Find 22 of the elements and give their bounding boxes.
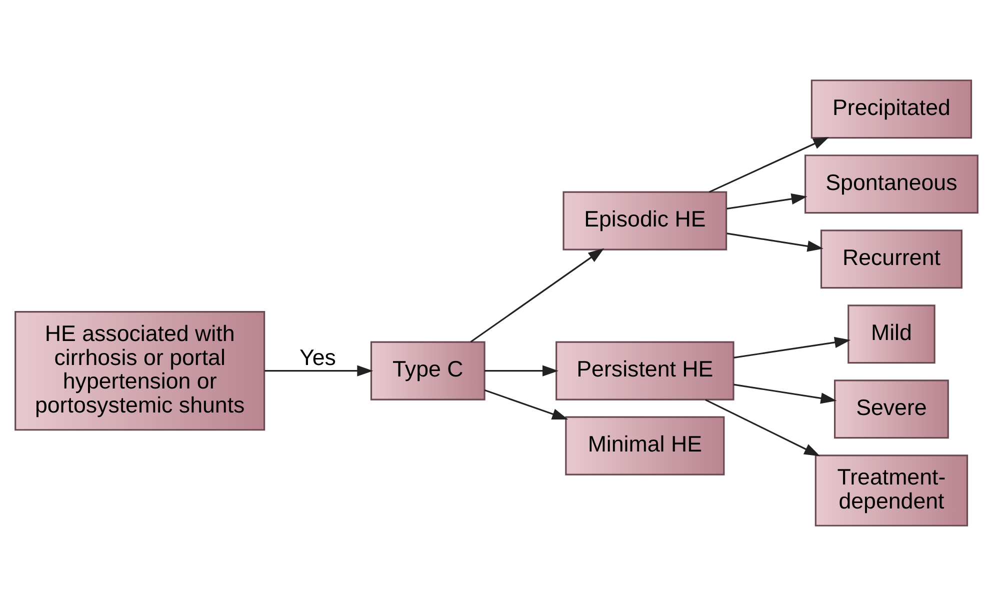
node-box: Severe [834, 379, 949, 438]
arrow [264, 364, 374, 376]
arrow [705, 398, 820, 456]
node-box: Recurrent [820, 229, 962, 288]
node-box: Mild [848, 304, 936, 364]
node-box: HE associated with cirrhosis or portal hypertension or portosystemic shunts [14, 310, 266, 430]
node-box: Type C [370, 340, 486, 400]
node-box: Treatment- dependent [814, 454, 968, 526]
node-box: Persistent HE [556, 340, 734, 400]
edge-label: Yes [300, 344, 336, 370]
arrow [708, 136, 830, 192]
arrow [734, 336, 851, 358]
node-box: Minimal HE [565, 416, 725, 475]
node-box: Episodic HE [562, 190, 728, 250]
node-box: Spontaneous [804, 154, 978, 214]
arrow [484, 364, 558, 376]
arrow [726, 232, 824, 252]
arrow [484, 388, 568, 419]
arrow [470, 248, 604, 342]
arrow [726, 192, 808, 209]
arrow [734, 383, 837, 404]
node-box: Precipitated [810, 79, 972, 138]
